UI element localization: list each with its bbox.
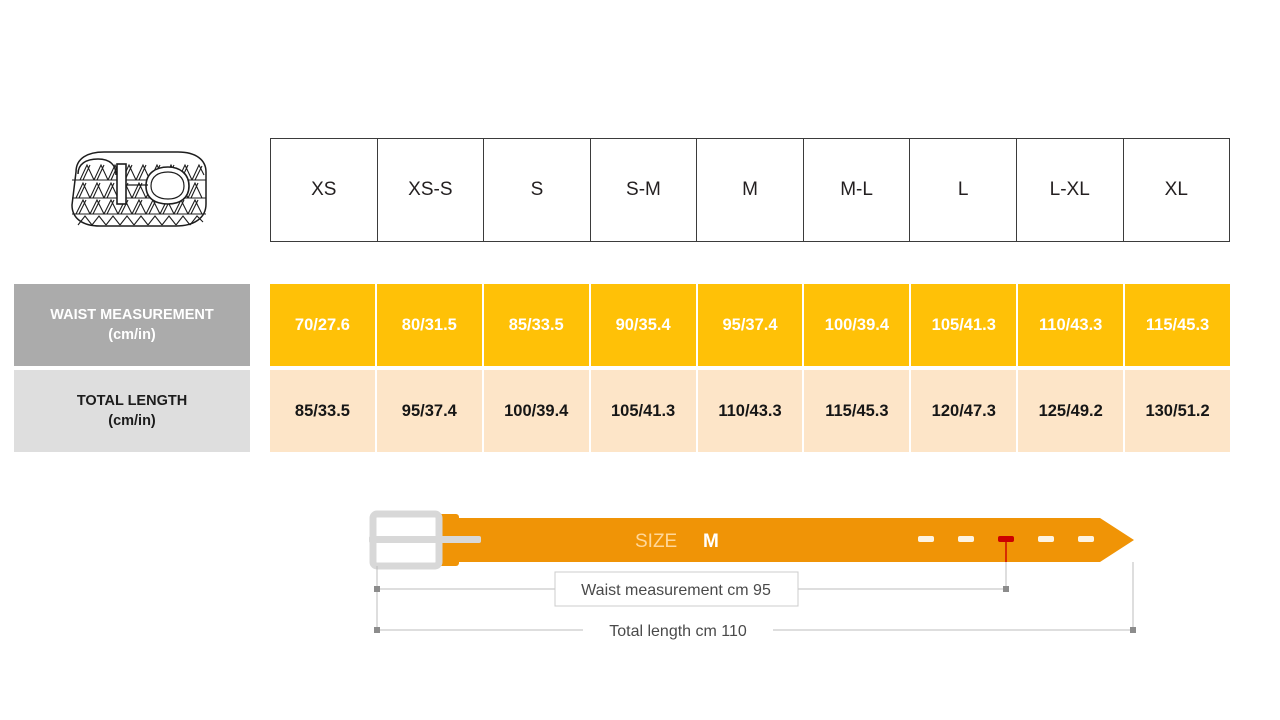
waist-label-line1: WAIST MEASUREMENT	[50, 307, 214, 323]
waist-label-units: (cm/in)	[108, 327, 156, 343]
waist-cell-2: 85/33.5	[483, 284, 591, 366]
belt-hole-5	[1078, 536, 1094, 542]
total-length-label-units: (cm/in)	[108, 413, 156, 429]
total-dim-marker-left	[374, 627, 380, 633]
waist-cell-4: 95/37.4	[697, 284, 805, 366]
total-length-label-line1: TOTAL LENGTH	[76, 393, 188, 409]
waist-dim-marker-left	[374, 586, 380, 592]
length-cell-4: 110/43.3	[697, 370, 805, 452]
belt-measurement-diagram: SIZE M Waist measurement cm 95 Total len…	[355, 500, 1155, 650]
total-length-caption: Total length cm 110	[609, 623, 747, 640]
length-cell-3: 105/41.3	[590, 370, 698, 452]
size-header-cell-6: L	[910, 139, 1017, 241]
size-header-cell-8: XL	[1164, 179, 1188, 200]
size-header-cell-2: S	[484, 139, 591, 241]
size-header-cell-5: M-L	[804, 139, 911, 241]
total-length-label: TOTAL LENGTH (cm/in)	[14, 370, 250, 452]
length-cell-1: 95/37.4	[376, 370, 484, 452]
belt-hole-2	[958, 536, 974, 542]
waist-cell-3: 90/35.4	[590, 284, 698, 366]
braided-belt-icon	[71, 151, 207, 227]
waist-dim-marker-right	[1003, 586, 1009, 592]
product-belt-illustration	[58, 142, 213, 234]
length-cell-5: 115/45.3	[804, 370, 912, 452]
total-length-cells: 85/33.5 95/37.4 100/39.4 105/41.3 110/43…	[270, 370, 1231, 452]
diagram-size-prefix: SIZE	[635, 531, 677, 552]
size-header-cell-0: XS	[271, 139, 378, 241]
size-header-table: XS XS-S S S-M M M-L L L-XL XL	[270, 138, 1230, 242]
length-cell-0: 85/33.5	[270, 370, 377, 452]
waist-label-box	[554, 571, 799, 607]
belt-hole-1	[918, 536, 934, 542]
length-cell-6: 120/47.3	[911, 370, 1019, 452]
belt-hole-3-selected	[998, 536, 1014, 542]
belt-hole-4	[1038, 536, 1054, 542]
belt-diagram-svg: SIZE M Waist measurement cm 95 Total len…	[369, 510, 1136, 640]
waist-cell-6: 105/41.3	[911, 284, 1019, 366]
waist-cell-0: 70/27.6	[270, 284, 377, 366]
size-header-cell-3: S-M	[591, 139, 698, 241]
waist-measurement-cells: 70/27.6 80/31.5 85/33.5 90/35.4 95/37.4 …	[270, 284, 1231, 366]
diagram-size-value: M	[703, 531, 719, 552]
total-length-row: TOTAL LENGTH (cm/in) 85/33.5 95/37.4 100…	[14, 370, 1231, 452]
waist-measurement-caption: Waist measurement cm 95	[581, 582, 771, 599]
waist-cell-7: 110/43.3	[1018, 284, 1126, 366]
waist-measurement-row: WAIST MEASUREMENT (cm/in) 70/27.6 80/31.…	[14, 284, 1231, 366]
size-header-cell-4: M	[697, 139, 804, 241]
waist-cell-1: 80/31.5	[376, 284, 484, 366]
length-cell-8: 130/51.2	[1125, 370, 1231, 452]
waist-cell-5: 100/39.4	[804, 284, 912, 366]
size-header-cell-1: XS-S	[378, 139, 485, 241]
total-dim-marker-right	[1130, 627, 1136, 633]
length-cell-7: 125/49.2	[1018, 370, 1126, 452]
length-cell-2: 100/39.4	[483, 370, 591, 452]
size-header-cell-7: L-XL	[1017, 139, 1124, 241]
belt-buckle-prong	[369, 536, 481, 543]
waist-measurement-label: WAIST MEASUREMENT (cm/in)	[14, 284, 250, 366]
belt-strap	[450, 518, 1134, 562]
waist-cell-8: 115/45.3	[1125, 284, 1231, 366]
